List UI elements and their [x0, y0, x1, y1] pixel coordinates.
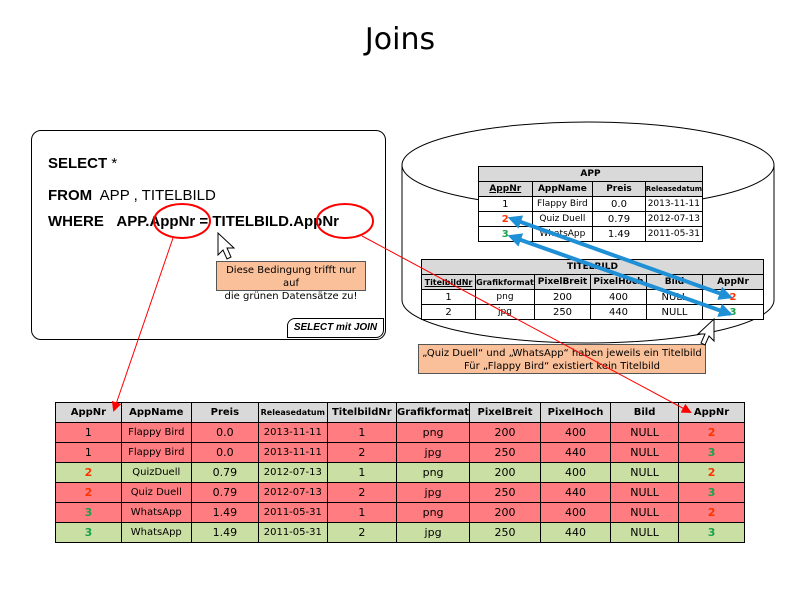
titelbild-cell-titelbildnr: 1: [421, 289, 476, 305]
sql-keyword-select: SELECT: [48, 155, 108, 172]
result-cell-pixelbreit: 200: [469, 502, 541, 523]
result-cell-appnr: 2: [55, 482, 122, 503]
result-cell-pixelbreit: 250: [469, 522, 541, 543]
result-cell-titelbildnr: 1: [326, 462, 398, 483]
sql-query-box: [31, 130, 386, 340]
condition-note: Diese Bedingung trifft nur auf die grüne…: [216, 261, 366, 302]
result-header-grafikformat: Grafikformat: [396, 402, 471, 423]
titelbild-note-line1: „Quiz Duell“ und „WhatsApp“ haben jeweil…: [422, 348, 702, 359]
result-cell-pixelhoch: 400: [539, 422, 611, 443]
result-cell-appnr: 1: [55, 422, 122, 443]
sql-where-left-column: AppNr: [149, 213, 196, 230]
result-cell-appnr: 3: [678, 482, 745, 503]
sql-where-left-table: APP.: [116, 213, 150, 230]
result-cell-appnr: 3: [55, 522, 122, 543]
titelbild-note: „Quiz Duell“ und „WhatsApp“ haben jeweil…: [418, 344, 706, 374]
result-cell-pixelbreit: 200: [469, 422, 541, 443]
titelbild-cell-titelbildnr: 2: [421, 304, 476, 320]
sql-line-where: WHERE APP.AppNr = TITELBILD.AppNr: [48, 213, 339, 230]
result-header-titelbildnr: TitelbildNr: [326, 402, 398, 423]
sql-keyword-where: WHERE: [48, 213, 104, 230]
condition-note-line2: die grünen Datensätze zu!: [224, 291, 358, 302]
blue-arrow-appnr-2: [507, 215, 733, 300]
result-cell-grafikformat: jpg: [396, 482, 471, 503]
result-cell-pixelhoch: 400: [539, 502, 611, 523]
result-cell-preis: 1.49: [190, 522, 259, 543]
sql-line-from: FROM APP , TITELBILD: [48, 187, 216, 204]
result-cell-pixelbreit: 250: [469, 442, 541, 463]
result-cell-appnr: 3: [678, 442, 745, 463]
result-cell-pixelhoch: 440: [539, 442, 611, 463]
result-cell-titelbildnr: 2: [326, 522, 398, 543]
sql-line-select: SELECT *: [48, 155, 117, 172]
result-cell-grafikformat: jpg: [396, 442, 471, 463]
app-header-appnr: AppNr: [478, 181, 533, 197]
app-table-caption: APP: [478, 166, 703, 182]
blue-arrow-appnr-3: [507, 233, 733, 317]
highlight-circle-left: [153, 203, 211, 239]
result-cell-bild: NULL: [609, 462, 680, 483]
result-cell-pixelhoch: 440: [539, 522, 611, 543]
cursor-icon: [696, 317, 715, 346]
result-header-preis: Preis: [190, 402, 259, 423]
app-cell-appname: Flappy Bird: [531, 196, 594, 212]
page-title: Joins: [364, 22, 436, 57]
result-header-appname: AppName: [120, 402, 192, 423]
result-cell-appnr: 3: [678, 522, 745, 543]
app-cell-preis: 0.0: [592, 196, 646, 212]
result-cell-appname: Flappy Bird: [120, 442, 192, 463]
result-cell-appname: Flappy Bird: [120, 422, 192, 443]
result-cell-appname: QuizDuell: [120, 462, 192, 483]
result-cell-titelbildnr: 1: [326, 422, 398, 443]
titelbild-note-line2: Für „Flappy Bird“ existiert kein Titelbi…: [464, 361, 660, 372]
result-cell-releasedatum: 2012-07-13: [257, 482, 328, 503]
sql-keyword-from: FROM: [48, 187, 93, 204]
result-cell-grafikformat: png: [396, 502, 471, 523]
app-row: 1 Flappy Bird 0.0 2013-11-11: [478, 196, 704, 212]
result-cell-titelbildnr: 2: [326, 442, 398, 463]
result-cell-grafikformat: png: [396, 462, 471, 483]
result-cell-bild: NULL: [609, 522, 680, 543]
result-header-appnr: AppNr: [678, 402, 745, 423]
result-cell-preis: 1.49: [190, 502, 259, 523]
result-cell-preis: 0.79: [190, 462, 259, 483]
sql-from-tables: APP , TITELBILD: [92, 187, 216, 204]
result-cell-bild: NULL: [609, 482, 680, 503]
result-cell-grafikformat: png: [396, 422, 471, 443]
result-cell-titelbildnr: 1: [326, 502, 398, 523]
result-cell-appname: Quiz Duell: [120, 482, 192, 503]
result-cell-grafikformat: jpg: [396, 522, 471, 543]
red-link-right: [361, 235, 692, 413]
app-cell-releasedatum: 2013-11-11: [644, 196, 704, 212]
result-cell-appname: WhatsApp: [120, 502, 192, 523]
result-cell-appnr: 2: [678, 502, 745, 523]
highlight-circle-right: [316, 203, 374, 239]
result-cell-preis: 0.79: [190, 482, 259, 503]
result-cell-appnr: 3: [55, 502, 122, 523]
sql-where-right-table: = TITELBILD.: [195, 213, 294, 230]
sql-box-label: SELECT mit JOIN: [287, 318, 384, 338]
result-cell-pixelbreit: 250: [469, 482, 541, 503]
red-link-left: [111, 237, 174, 412]
result-header-pixelhoch: PixelHoch: [539, 402, 611, 423]
sql-select-columns: *: [107, 155, 118, 172]
condition-note-line1: Diese Bedingung trifft nur auf: [226, 265, 356, 289]
app-header-releasedatum: Releasedatum: [644, 181, 704, 197]
cursor-icon: [217, 231, 236, 260]
result-cell-pixelbreit: 200: [469, 462, 541, 483]
result-header-releasedatum: Releasedatum: [257, 402, 328, 423]
app-header-appname: AppName: [531, 181, 594, 197]
result-cell-releasedatum: 2013-11-11: [257, 422, 328, 443]
